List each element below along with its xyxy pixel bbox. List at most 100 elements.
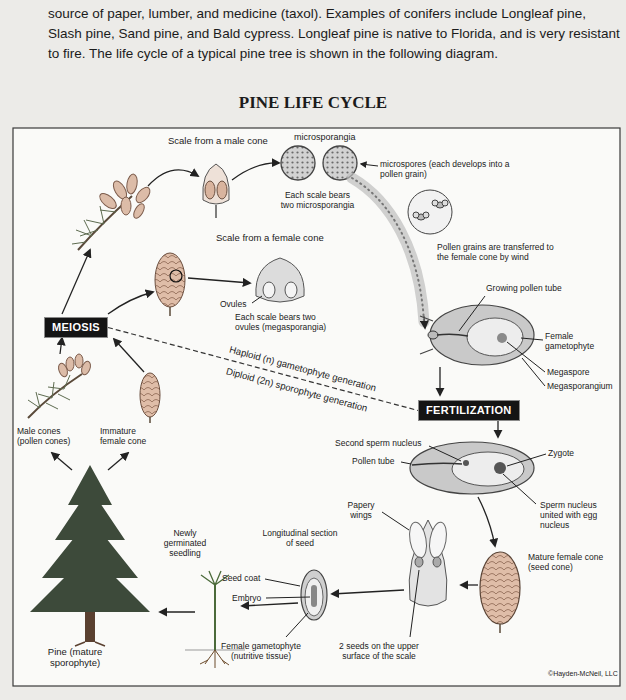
label-holder: microspores (each develops into a pollen… [380,159,530,179]
label-holder: Each scale bears two ovules (megasporang… [235,312,335,332]
cycle-arrow [114,339,144,372]
label-holder: Female gametophyte [545,331,607,351]
label-holder: Embryo [232,593,261,603]
pollen-grain [428,331,438,339]
cycle-arrow [148,170,198,186]
seed-wing [427,521,449,559]
stage-box: FERTILIZATION [418,400,520,421]
label-holder: source of paper, lumber, and medicine (t… [48,4,620,64]
part-label: Scale from a male cone [168,135,268,146]
branch [28,374,82,418]
zygote [494,462,506,474]
leader-line [503,474,536,504]
label-holder: Seed coat [222,573,260,583]
cycle-arrow [439,367,440,395]
megasporangium [430,305,534,365]
cycle-arrow [160,611,195,612]
seed [415,557,423,567]
leader-line [382,512,409,530]
female-scale [256,258,304,302]
label-holder: Longitudinal section of seed [262,528,338,548]
part-label: Longitudinal section of seed [262,528,338,548]
label-holder: Papery wings [340,500,382,520]
part-label: ©Hayden-McNeil, LLC [548,670,618,678]
diagram-title: PINE LIFE CYCLE [0,93,626,113]
microspore-view [408,190,452,234]
pollen-tube [437,334,468,336]
label-holder: Mature female cone (seed cone) [528,552,616,572]
pollen-cone [97,191,119,212]
pollen-cone [80,360,92,376]
pollen-wing [432,200,438,206]
cycle-arrow [52,453,72,470]
scale-highlight [170,270,182,282]
cone-stem [149,417,151,423]
part-label: Pollen grains are transferred to the fem… [437,242,562,262]
generation-divider [108,328,418,411]
ovule [263,282,275,298]
part-label: 2 seeds on the upper surface of the scal… [330,641,428,661]
pollen-cone [132,202,147,220]
cycle-arrow [242,603,298,606]
leader-line [507,454,546,466]
embryo [311,585,317,607]
cycle-arrow [232,163,279,180]
part-label: Zygote [548,448,574,458]
leader-line [401,462,411,464]
leader-line [429,446,461,461]
microsporangium-section [281,146,315,180]
part-label: Megaspore [547,367,590,377]
leader-line [252,296,262,303]
part-label: Papery wings [340,500,382,520]
part-label: Megasporangium [547,381,613,391]
label-holder: ©Hayden-McNeil, LLC [548,670,618,678]
pollen-stream [352,178,424,322]
seed-cone [480,552,520,624]
seed-coat [301,570,327,620]
label-holder: Megaspore [547,367,590,377]
seed-wing [407,521,429,559]
tree-foliage [30,465,150,612]
label-holder: Pollen tube [352,456,395,466]
label-holder: Male cones (pollen cones) [17,426,83,446]
cone-stem [499,624,501,633]
pollen-wing [413,212,419,218]
label-holder: Ovules [220,299,246,309]
label-holder: Scale from a female cone [216,232,324,243]
label-holder: Immature female cone [100,426,155,446]
intro-paragraph: source of paper, lumber, and medicine (t… [48,4,620,64]
ovule [285,282,297,298]
seedling-stem [214,585,216,650]
cycle-arrow [478,497,495,546]
pollen-cone [75,354,83,368]
label-holder: Newly germinated seedling [158,528,212,558]
label-holder: Megasporangium [547,381,613,391]
microsporangium [205,181,215,199]
ovule-section [410,442,534,494]
leader-line [410,570,419,637]
label-holder: Scale from a male cone [168,135,268,146]
leader-line [266,597,310,598]
part-label: Each scale bears two ovules (megasporang… [235,312,335,332]
label-holder: microsporangia [294,132,356,143]
stage-box: MEIOSIS [44,317,108,338]
female-gametophyte [452,452,524,486]
label-holder: Female gametophyte (nutritive tissue) [212,641,310,661]
part-label: Sperm nucleus united with egg nucleus [540,500,612,530]
part-label: Female gametophyte (nutritive tissue) [212,641,310,661]
pollen-cone [125,173,138,194]
part-label: Embryo [232,593,261,603]
part-label: Mature female cone (seed cone) [528,552,616,572]
part-label: Ovules [220,299,246,309]
pollen-stream-dots [352,178,424,322]
label-holder: Zygote [548,448,574,458]
leader-line [265,579,300,586]
stage-name: MEIOSIS [52,321,100,333]
cone-stem [169,307,171,316]
label-holder: Growing pollen tube [486,283,562,293]
label-holder: Pollen grains are transferred to the fem… [437,242,562,262]
label-holder: Second sperm nucleus [335,438,421,448]
label-holder: Each scale bears two microsporangia [280,190,355,210]
leader-line [521,338,543,340]
part-label: Seed coat [222,573,260,583]
